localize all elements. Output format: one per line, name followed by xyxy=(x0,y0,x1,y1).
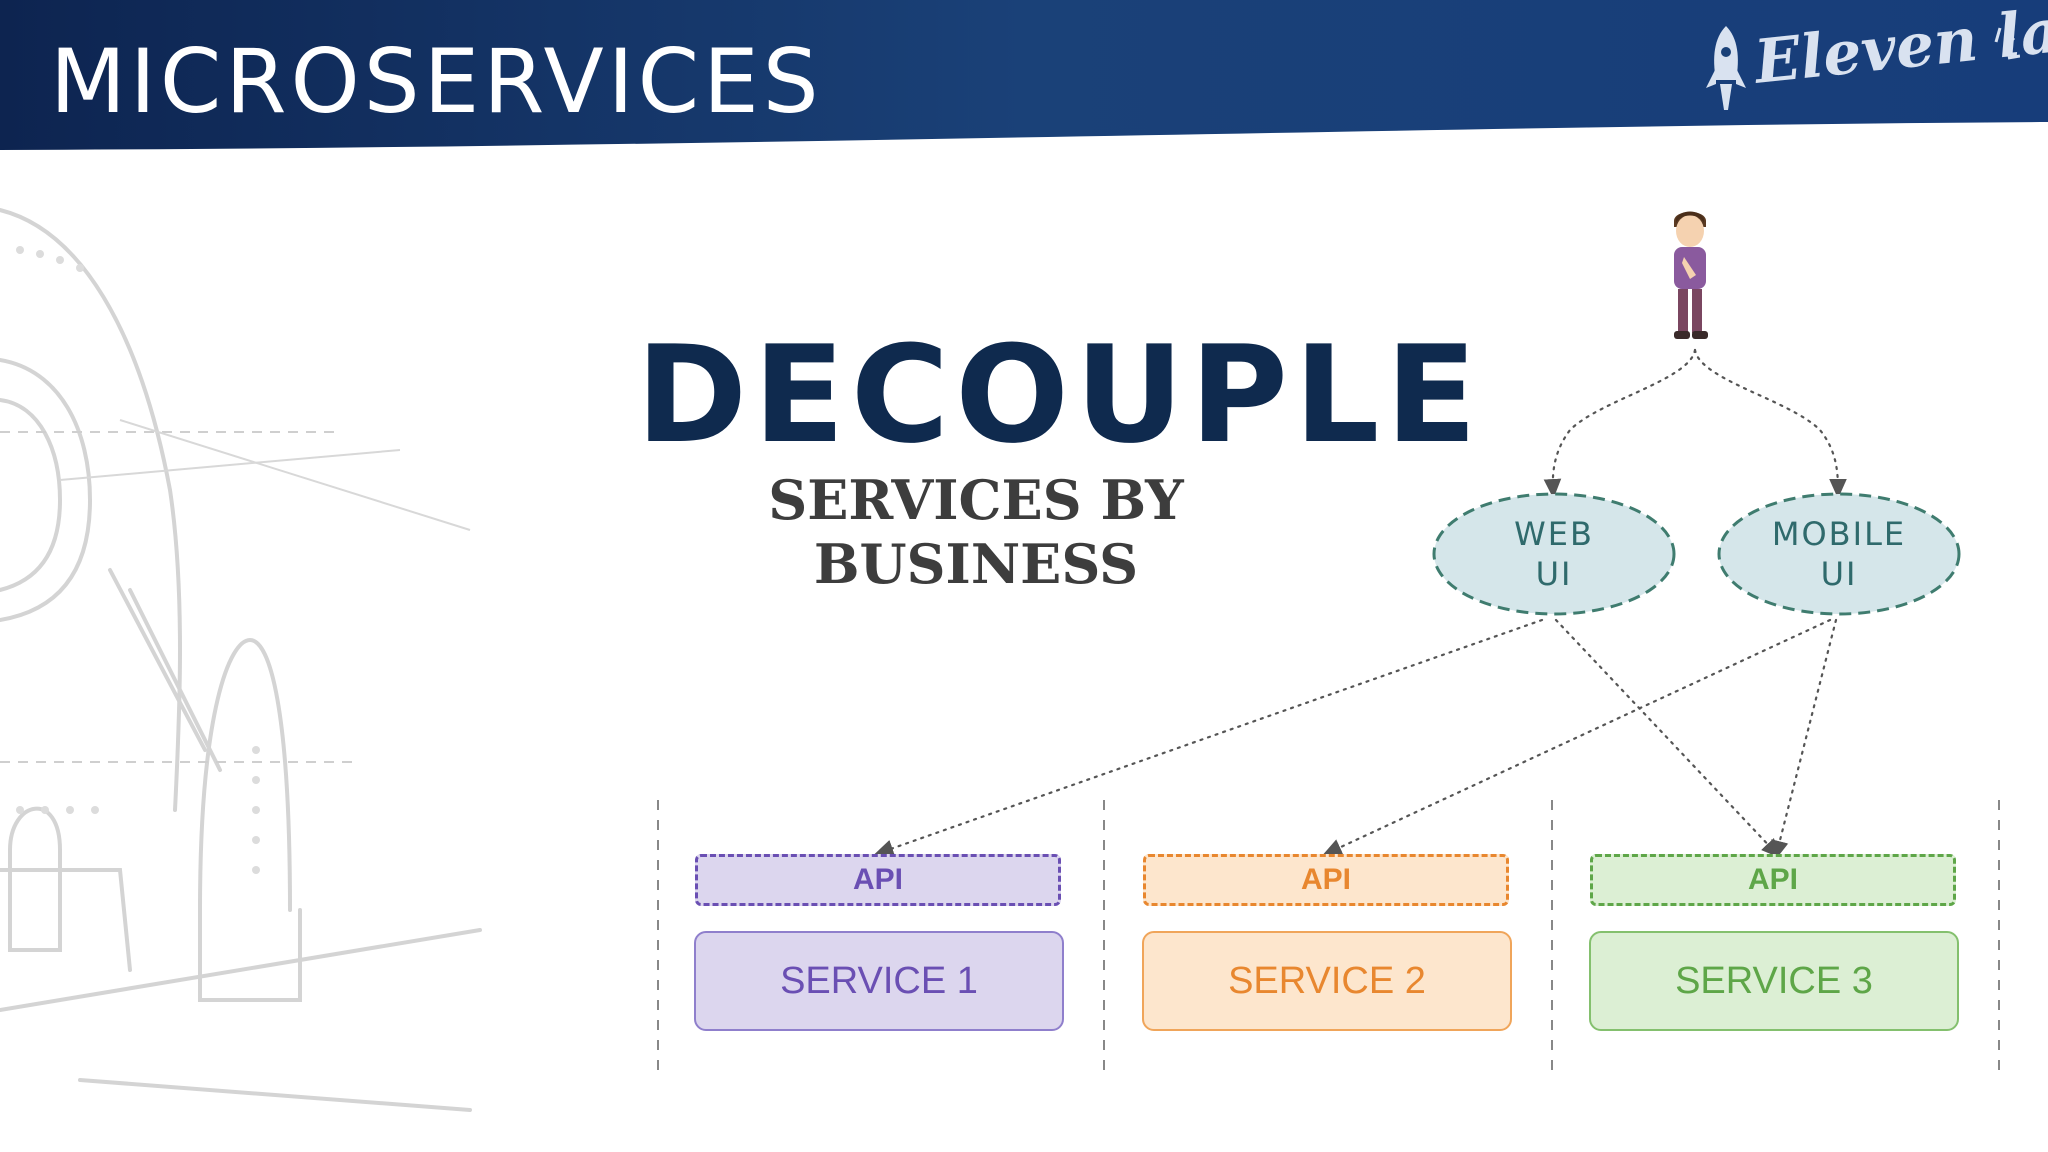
person-icon xyxy=(1674,211,1708,339)
service-2-box: SERVICE 2 xyxy=(1142,931,1512,1031)
rocket-logo-icon xyxy=(1706,26,2020,110)
api-box-service-1: API xyxy=(695,854,1061,906)
web-ui-node xyxy=(1432,492,1676,616)
connector-mobile-api3 xyxy=(1771,618,1838,861)
mobile-ui-line1: MOBILE xyxy=(1771,515,1907,553)
mobile-ui-line2: UI xyxy=(1820,555,1858,593)
header-background xyxy=(0,0,2048,150)
service-1-box: SERVICE 1 xyxy=(694,931,1064,1031)
mobile-ui-node xyxy=(1717,492,1961,616)
service-3-box: SERVICE 3 xyxy=(1589,931,1959,1031)
api-box-service-2: API xyxy=(1143,854,1509,906)
slide-subtitle: SERVICES BY BUSINESS xyxy=(768,468,1184,596)
api-box-service-3: API xyxy=(1590,854,1956,906)
header-banner: MICROSERVICES Eleven labs xyxy=(0,0,2048,170)
web-ui-label: WEB UI xyxy=(1434,514,1674,594)
connector-user-web xyxy=(1543,348,1697,499)
header-title: MICROSERVICES xyxy=(50,30,823,133)
connector-web-api1 xyxy=(873,618,1544,857)
mobile-ui-label: MOBILE UI xyxy=(1719,514,1959,594)
rocket-sketch-illustration xyxy=(0,208,482,1112)
connector-user-mobile xyxy=(1693,348,1847,499)
web-ui-line2: UI xyxy=(1535,555,1573,593)
connector-mobile-api2 xyxy=(1322,618,1832,856)
web-ui-line1: WEB xyxy=(1514,515,1594,553)
connector-web-api3 xyxy=(1554,618,1782,859)
